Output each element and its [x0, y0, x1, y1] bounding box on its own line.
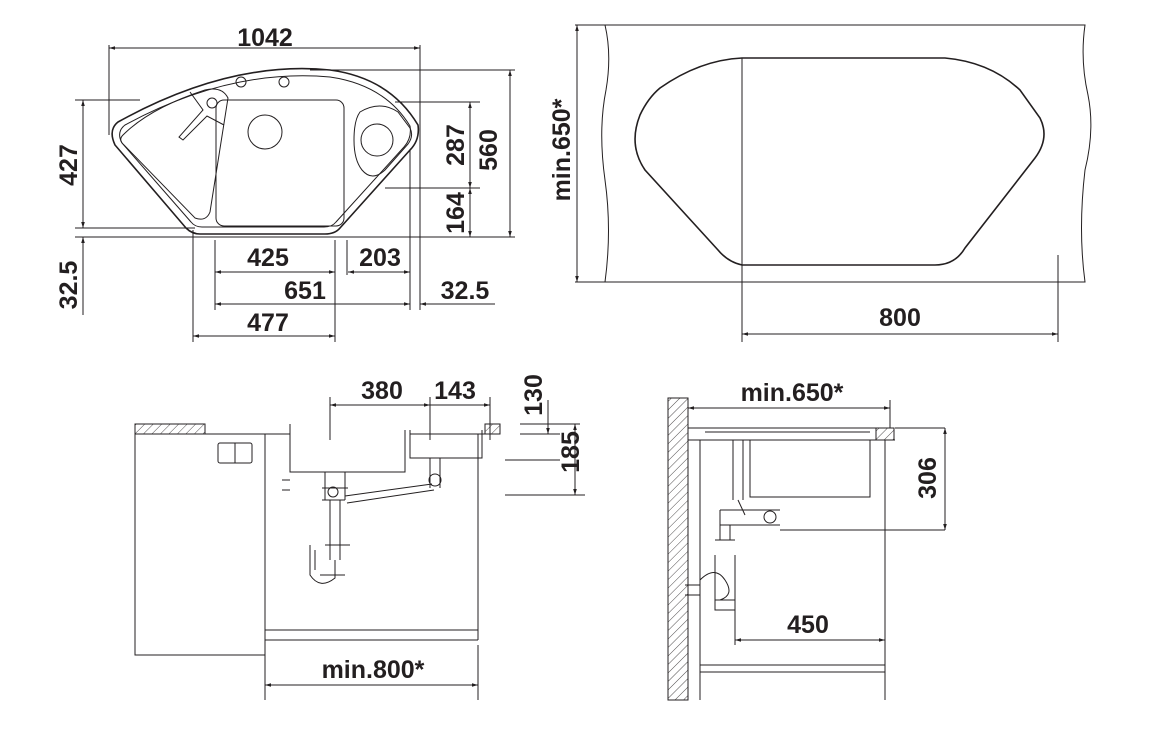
dim-32-5-left: 32.5 — [55, 261, 83, 310]
dim-450: 450 — [787, 611, 829, 639]
drain-hole — [360, 123, 394, 157]
dim-287: 287 — [442, 124, 470, 166]
side-section-view: min.650* 306 450 — [667, 379, 947, 701]
dim-306: 306 — [914, 457, 942, 499]
dim-164: 164 — [442, 192, 470, 234]
wall — [667, 397, 689, 701]
bowl-section — [289, 424, 483, 473]
dim-380: 380 — [361, 377, 403, 405]
tap-hole — [235, 76, 247, 88]
dim-800: 800 — [879, 304, 921, 332]
dim-477: 477 — [247, 309, 289, 337]
main-bowl — [215, 99, 345, 227]
drain-hole — [247, 114, 283, 150]
waste-pipes — [685, 440, 780, 611]
waste-pipes — [282, 458, 441, 584]
dim-32-5-right: 32.5 — [441, 277, 490, 305]
small-bowl — [353, 105, 413, 177]
front-section-view: 380 143 130 185 min.800* — [134, 374, 585, 700]
countertop-outline — [601, 24, 1092, 283]
sink-top-view: 1042 427 32.5 287 164 560 425 203 651 32… — [55, 24, 515, 342]
dim-560: 560 — [475, 129, 503, 171]
bowl-section — [705, 431, 871, 498]
sink-cutout — [634, 57, 1045, 266]
dim-425: 425 — [247, 244, 289, 272]
dim-130: 130 — [520, 374, 548, 416]
dim-min-650-side: min.650* — [741, 379, 844, 407]
dim-203: 203 — [359, 244, 401, 272]
dim-1042: 1042 — [237, 24, 293, 52]
dim-185: 185 — [557, 431, 585, 473]
dim-min-650: min.650* — [548, 98, 576, 201]
dim-min-800: min.800* — [322, 656, 425, 684]
dim-427: 427 — [55, 144, 83, 186]
cabinet-top-view: min.650* 800 — [548, 24, 1092, 342]
tap-hole — [278, 76, 290, 88]
left-drainer — [120, 88, 229, 220]
sink-outline — [111, 67, 420, 235]
dim-143: 143 — [434, 377, 476, 405]
dim-651: 651 — [284, 277, 326, 305]
